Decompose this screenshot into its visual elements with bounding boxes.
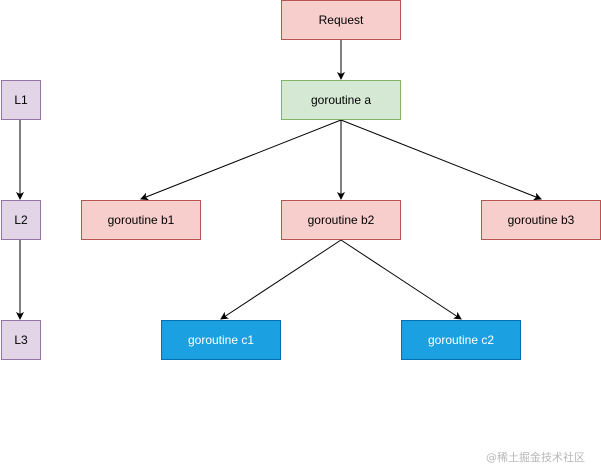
level-l2: L2: [1, 200, 41, 240]
node-goroutine-b2: goroutine b2: [281, 200, 401, 240]
level-l3: L3: [1, 320, 41, 360]
edge-b2-c2: [340, 239, 462, 320]
node-goroutine-b3: goroutine b3: [481, 200, 601, 240]
node-request: Request: [281, 0, 401, 40]
edge-a-b3: [340, 119, 542, 201]
node-goroutine-c1: goroutine c1: [161, 320, 281, 360]
watermark: @稀土掘金技术社区: [486, 451, 585, 464]
node-goroutine-b1: goroutine b1: [81, 200, 201, 240]
edge-a-b1: [140, 119, 342, 201]
node-goroutine-a: goroutine a: [281, 80, 401, 120]
level-l1: L1: [1, 80, 41, 120]
edge-b2-c1: [220, 239, 342, 320]
node-goroutine-c2: goroutine c2: [401, 320, 521, 360]
